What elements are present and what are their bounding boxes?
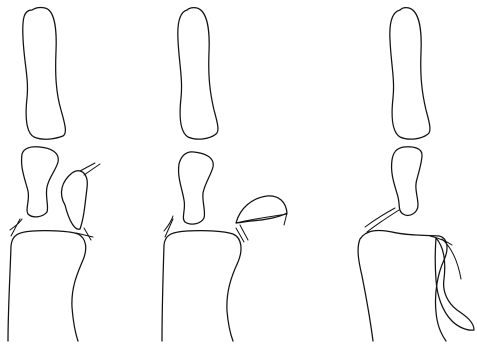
- bone-diagram: [0, 0, 477, 349]
- diagram-canvas: [0, 0, 477, 349]
